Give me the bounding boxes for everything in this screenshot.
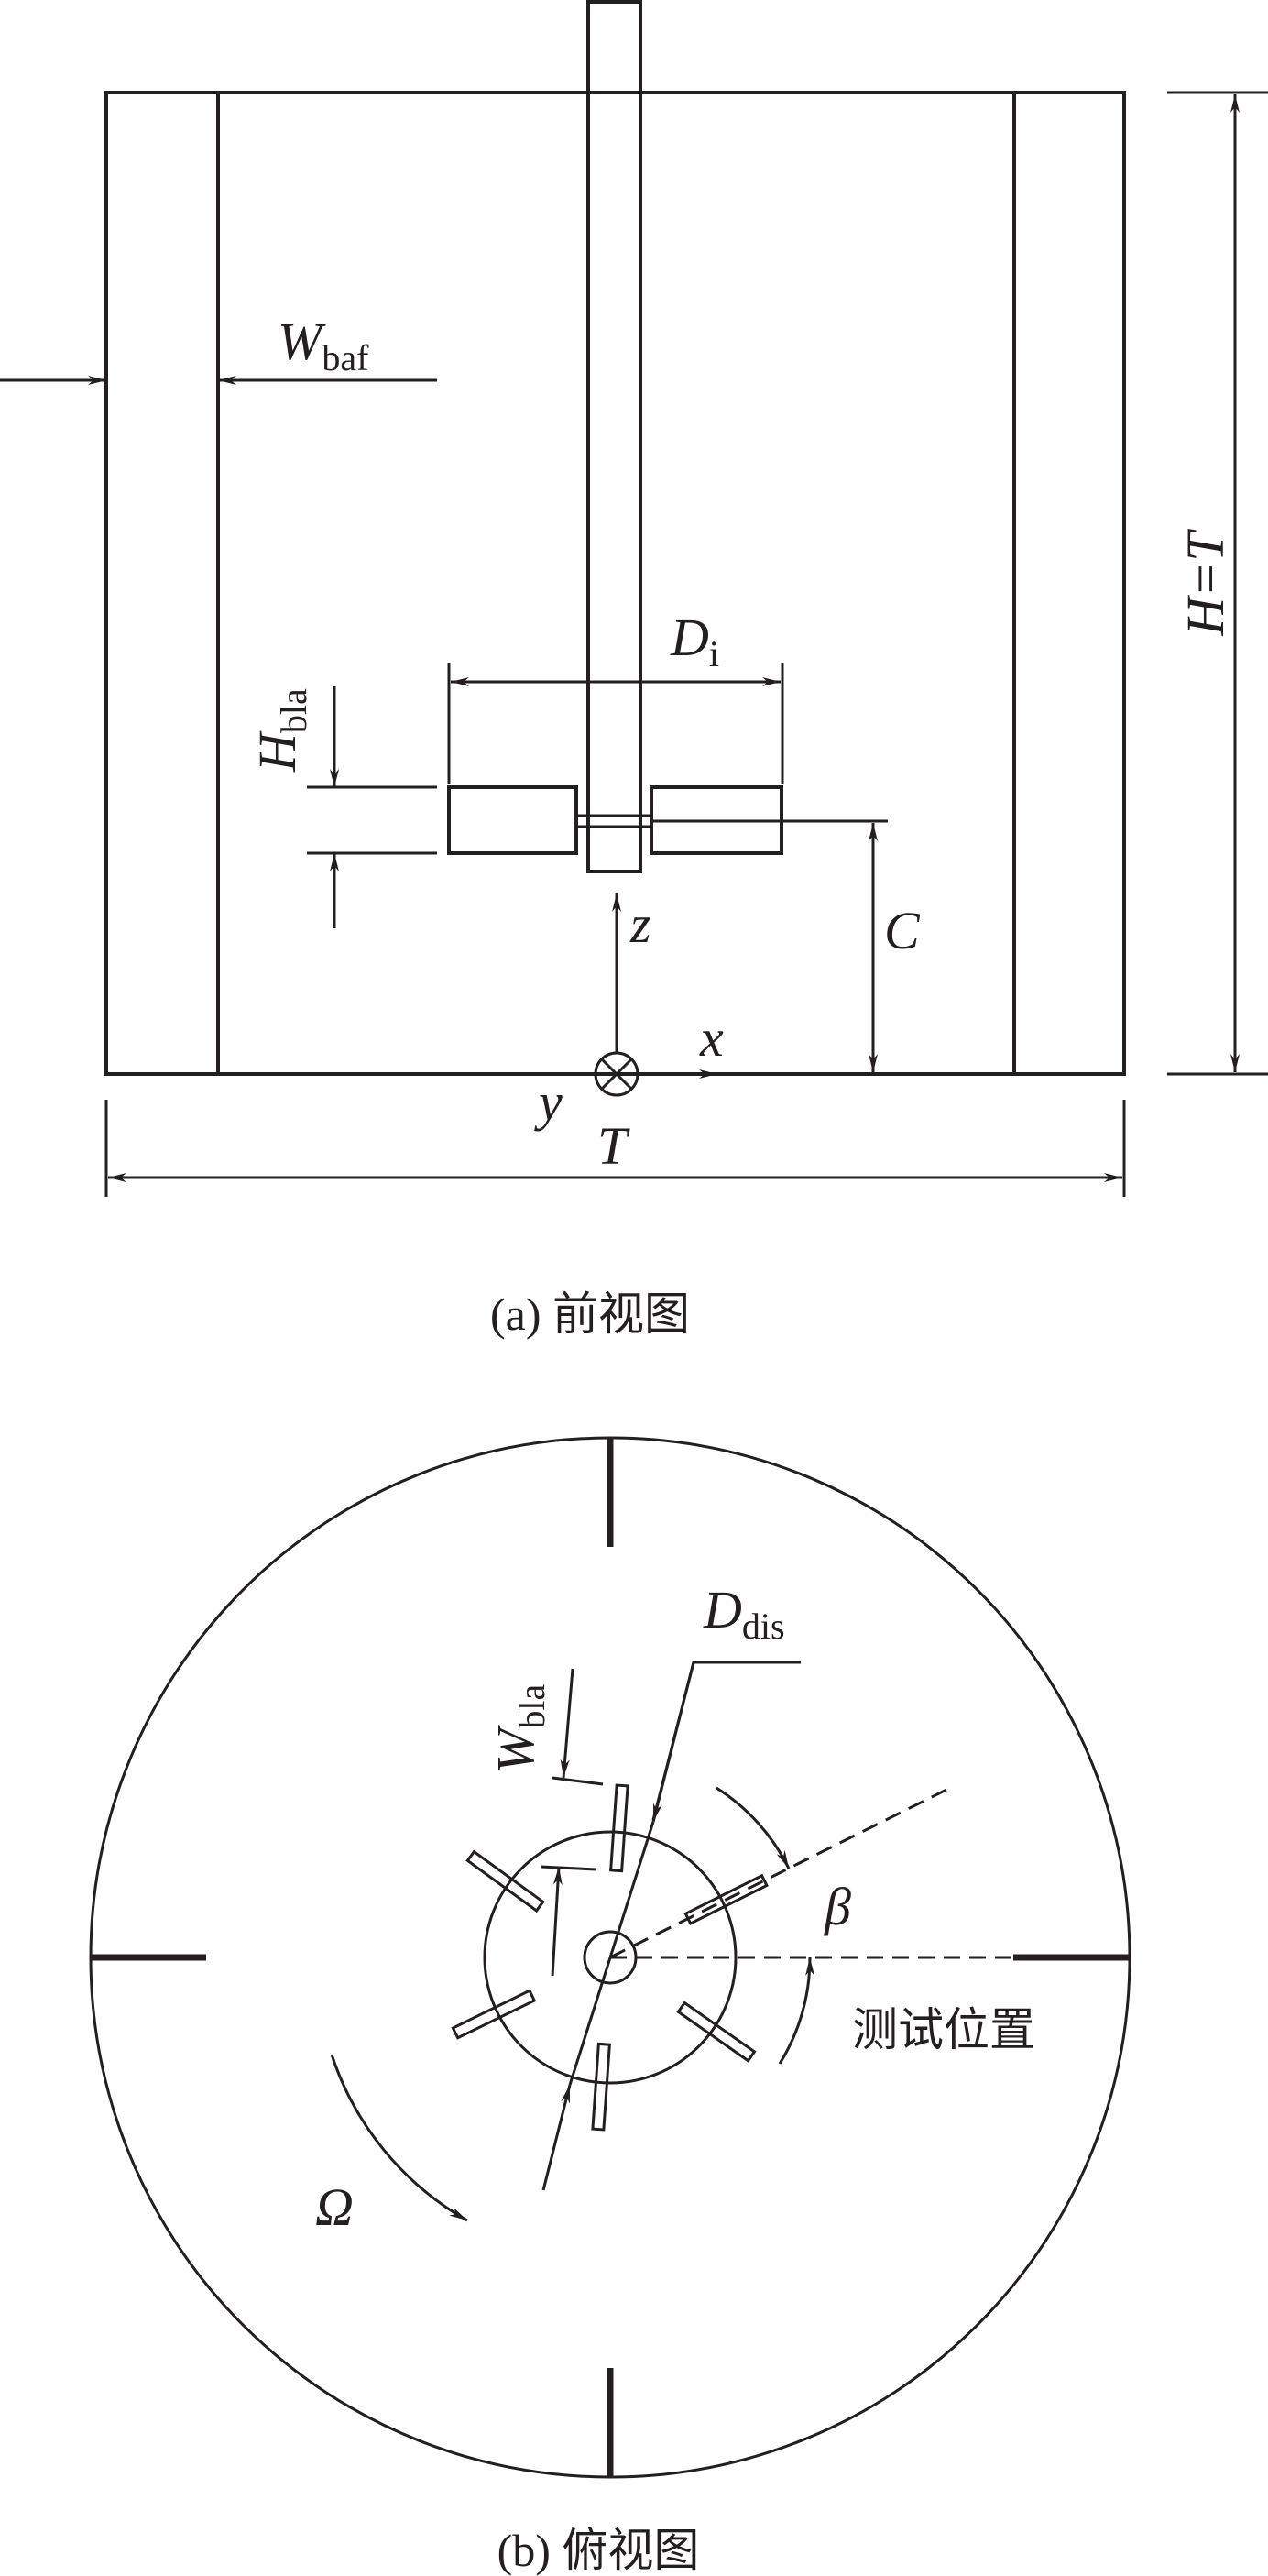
top-view: β 测试位置 Ddis Wbla Ω (b) 俯视图 [89,1436,1131,2576]
c-label: C [884,901,921,960]
ddis-diameter-line [568,1821,655,2086]
beta-arc-arrow-bottom [778,1957,815,2065]
wbaf-label: Wbaf [278,312,369,378]
test-position-label: 测试位置 [852,2004,1035,2055]
blade [591,2042,611,2132]
blade [451,1989,537,2040]
front-view: Wbaf Di Hbla C z x y T [0,0,1268,1340]
ddis-arrow-bottom [541,2084,572,2191]
ht-label: H=T [1175,529,1235,637]
wbla-tick-outer [552,1776,604,1786]
rotation-arrow [330,2054,468,2222]
wbla-arrow-bottom [551,1866,563,1977]
blade [609,1783,629,1873]
beta-arc-arrow-top [716,1786,791,1869]
front-view-caption: (a) 前视图 [490,1288,690,1340]
di-label: Di [670,608,719,674]
wbla-arrow-top [560,1668,574,1779]
beta-label: β [824,1877,851,1936]
hbla-label: Hbla [247,688,314,773]
top-view-caption: (b) 俯视图 [497,2525,700,2576]
y-axis-label: y [534,1072,563,1132]
x-axis-label: x [699,1008,724,1068]
measurement-dashed-line [609,1788,947,1959]
impeller-blade-left [447,785,578,855]
shaft [586,0,642,873]
impeller-disc [483,1830,738,2085]
y-axis-into-page-icon [594,1051,639,1097]
blade [465,1849,545,1913]
wbla-label: Wbla [486,1684,552,1773]
omega-label: Ω [315,2177,354,2237]
ddis-arrow-top [651,1661,695,1823]
z-axis-label: z [629,894,651,954]
t-label: T [597,1116,630,1176]
blade [676,2001,757,2063]
ddis-label: Ddis [703,1580,785,1647]
wbla-tick-inner [540,1865,597,1871]
